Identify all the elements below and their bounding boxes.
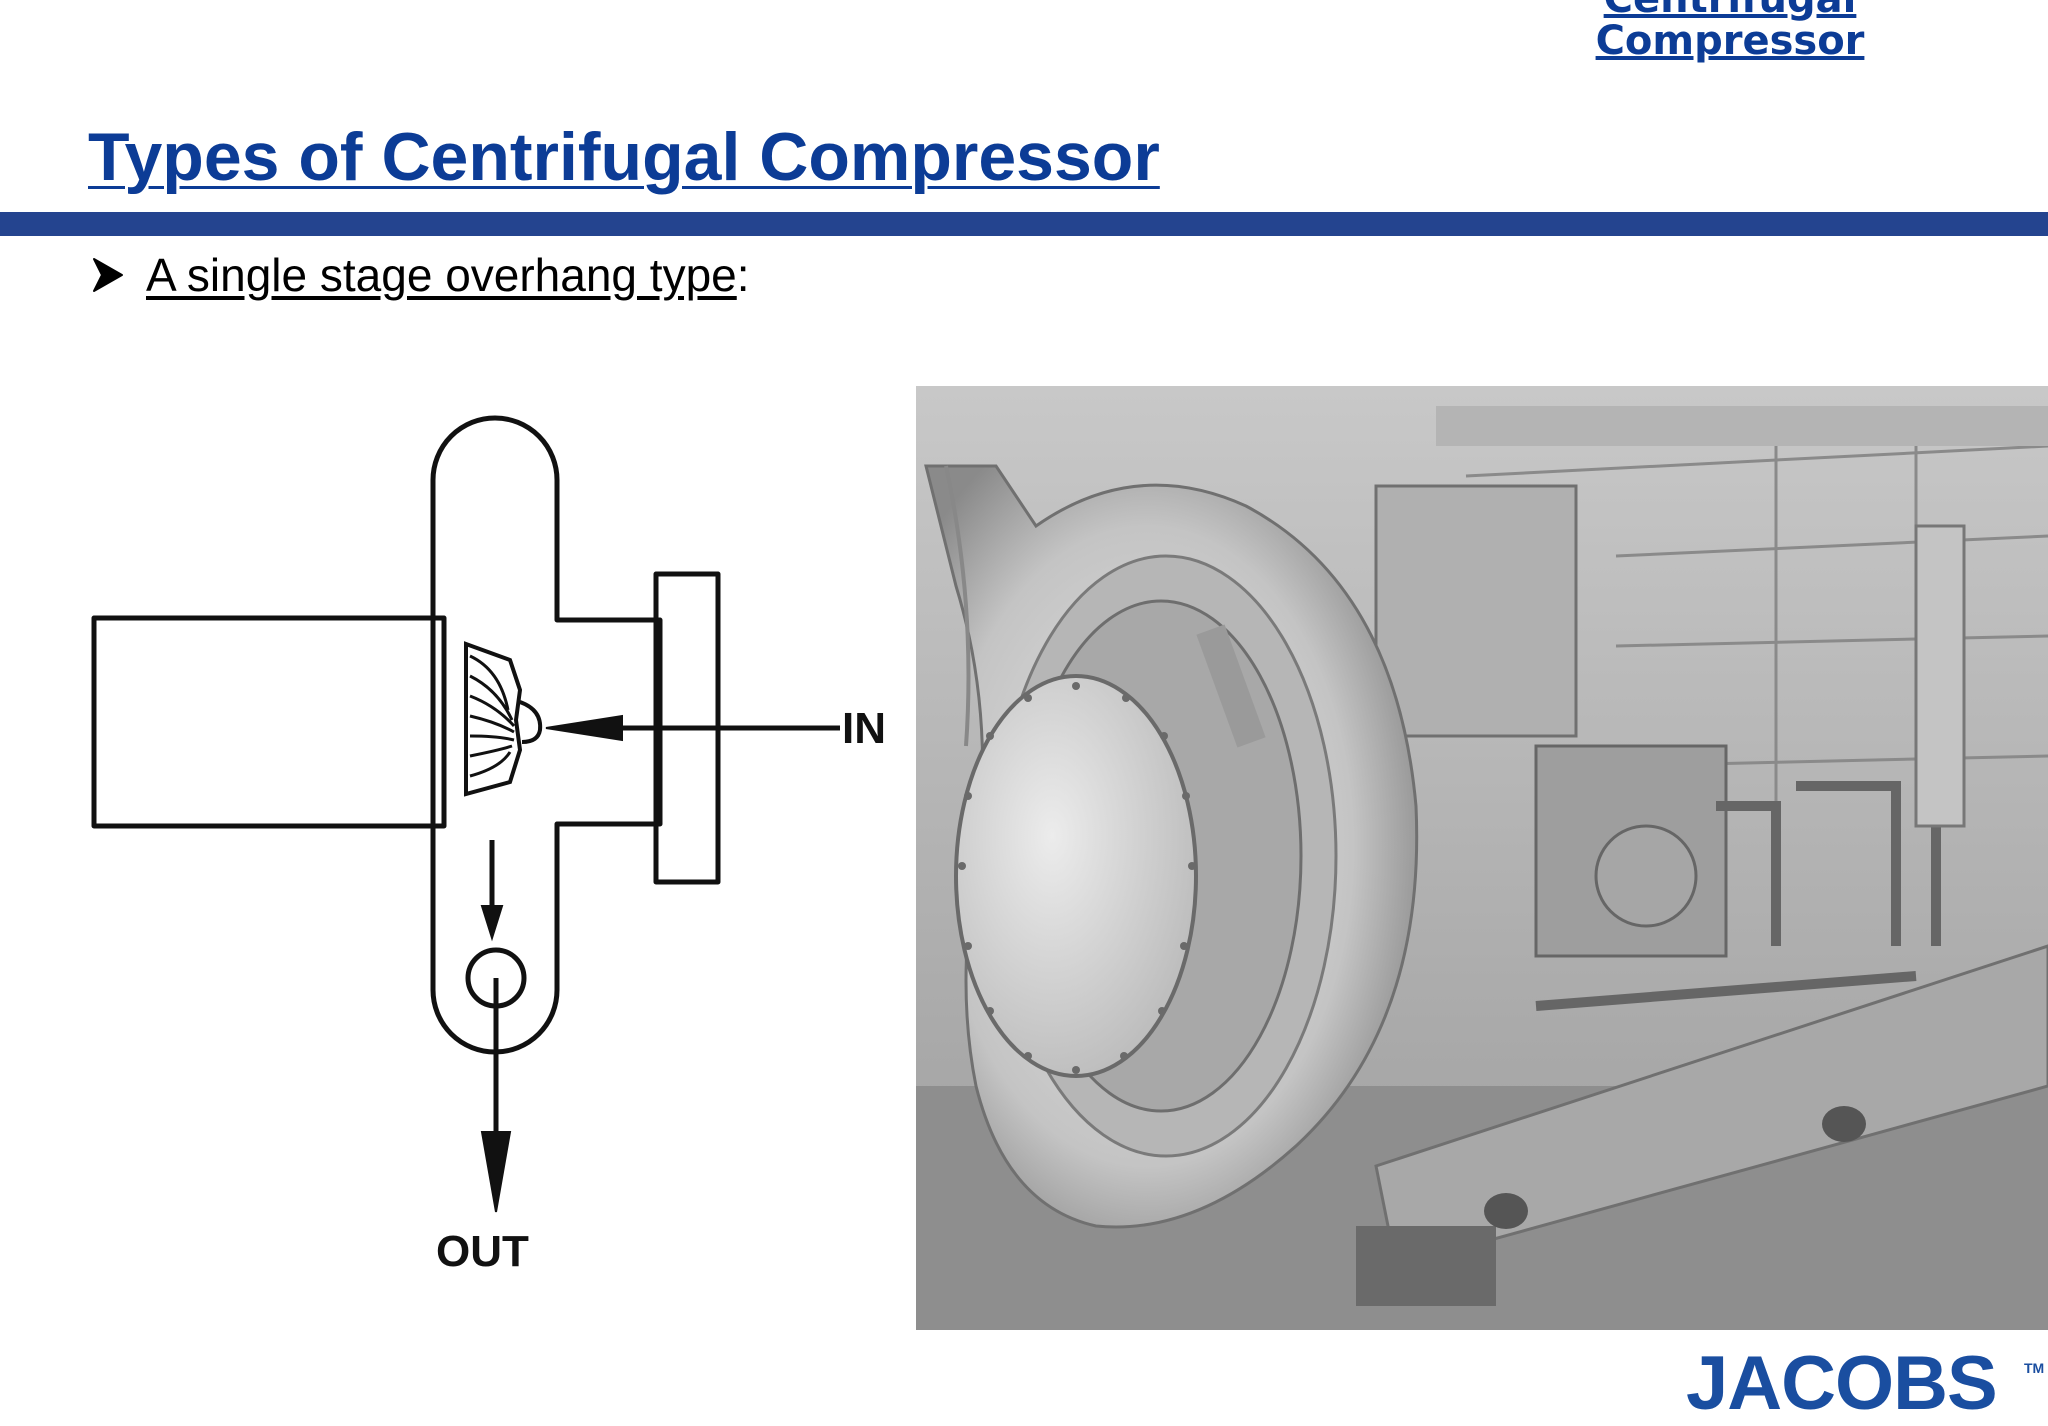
compressor-photo-illustration [916,386,2048,1330]
arrow-bullet-icon [93,258,123,292]
bullet-item: A single stage overhang type: [92,248,750,302]
bullet-text: A single stage overhang type [146,249,737,301]
nav-link-centrifugal-compressor[interactable]: Centrifugal Compressor [1595,0,1865,64]
discharge-arrow [480,840,512,1213]
bullet-suffix: : [736,249,750,301]
jacobs-logo: JACOBS [1686,1341,1998,1426]
impeller-icon [464,641,543,797]
compressor-photo [916,386,2048,1330]
casing-outline [430,415,663,1055]
slide-title: Types of Centrifugal Compressor [88,119,1160,195]
label-in: IN [842,704,886,753]
driver-block [91,615,447,829]
compressor-diagram: IN OUT [91,415,886,1276]
inlet-arrow [545,714,840,742]
title-divider [0,212,2048,236]
label-out: OUT [436,1227,529,1276]
logo-trademark: TM [2024,1360,2045,1376]
